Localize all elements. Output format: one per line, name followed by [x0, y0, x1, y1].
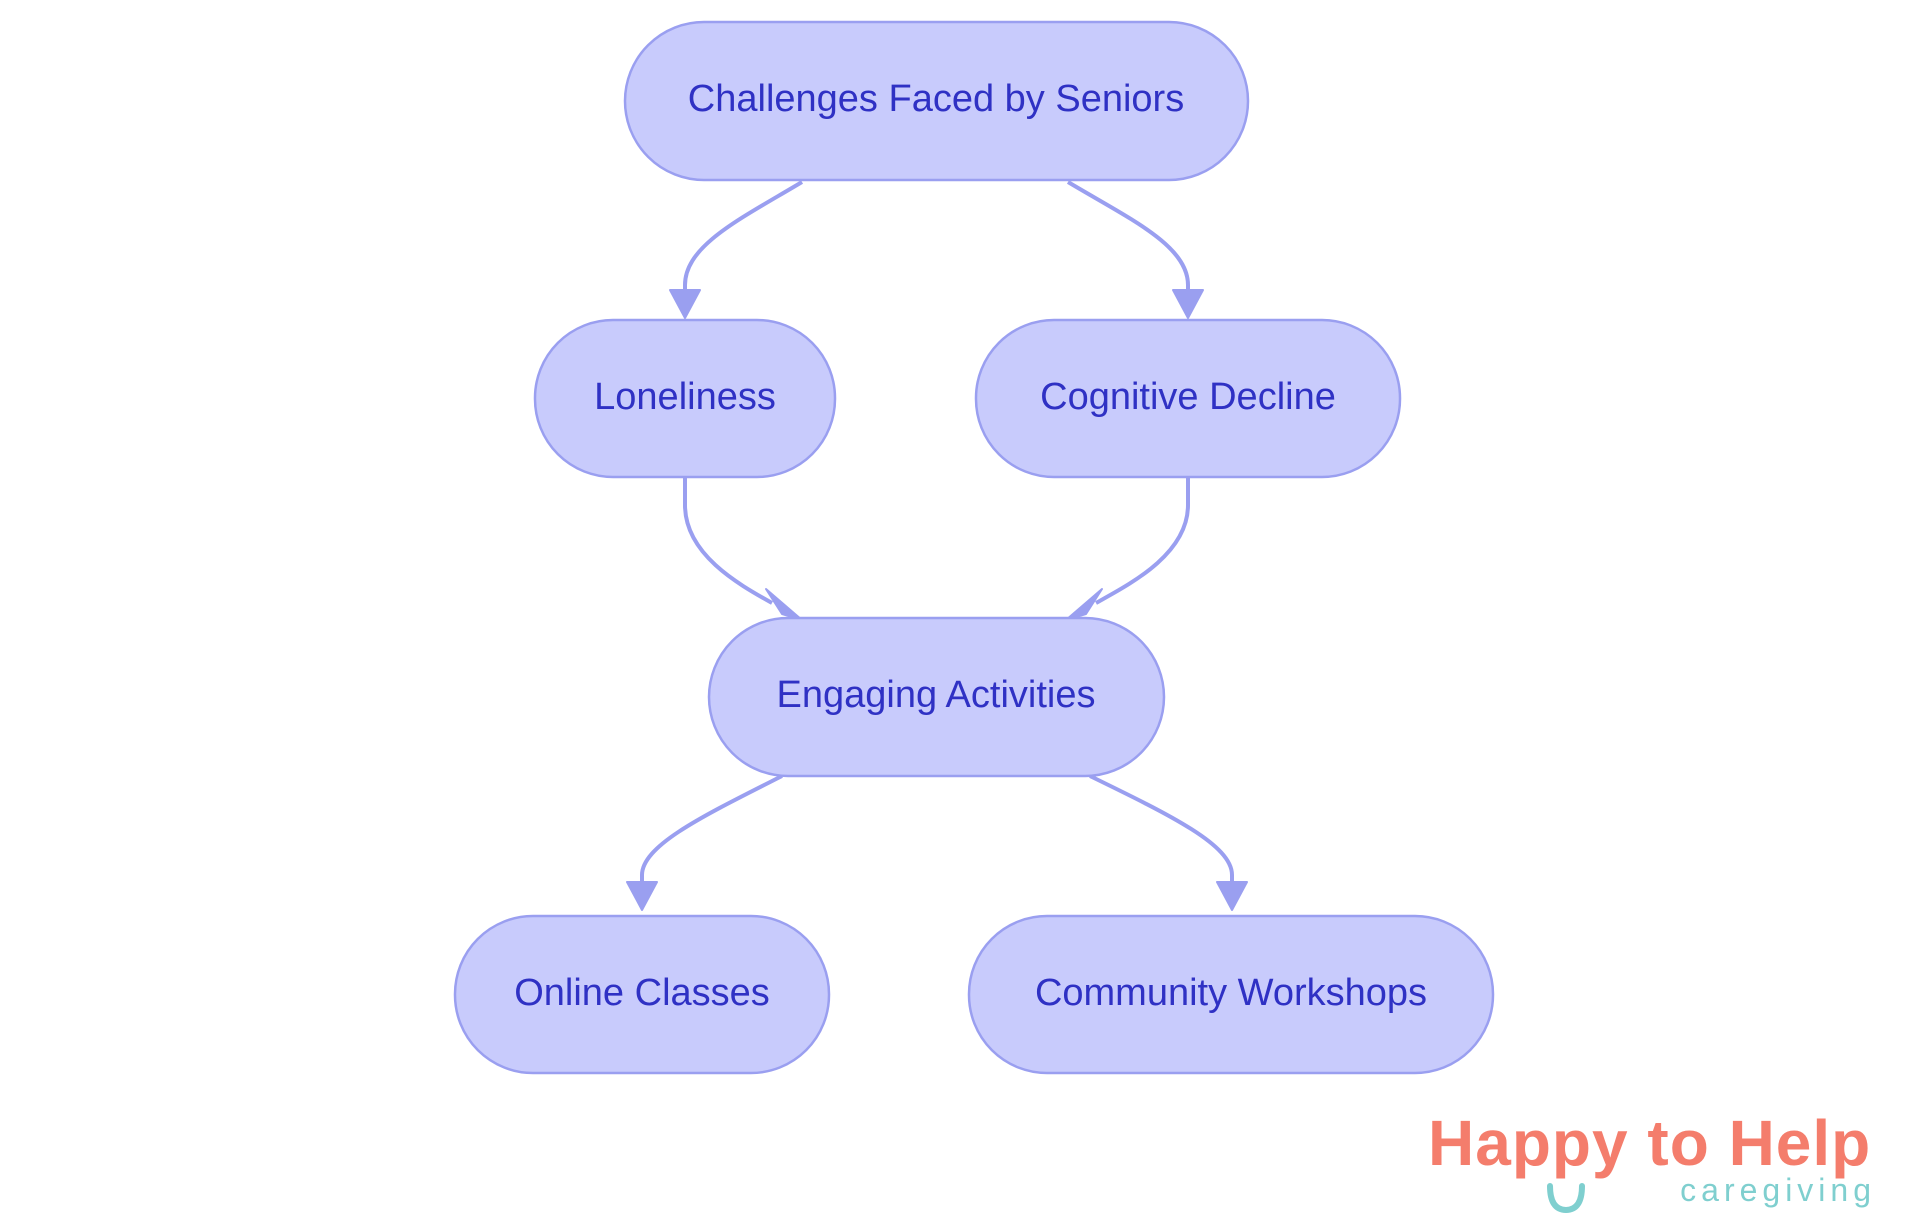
- node-cognitive-label: Cognitive Decline: [1040, 376, 1336, 418]
- arrowheads: [626, 289, 1248, 911]
- node-cognitive[interactable]: Cognitive Decline: [974, 318, 1402, 479]
- edge-engaging-community: [1089, 774, 1234, 890]
- node-online-label: Online Classes: [514, 972, 770, 1014]
- node-community[interactable]: Community Workshops: [967, 914, 1495, 1075]
- edge-engaging-online: [640, 774, 783, 890]
- node-engaging-label: Engaging Activities: [777, 674, 1096, 716]
- logo-tagline: caregiving: [1680, 1172, 1876, 1208]
- smile-icon: [1547, 1183, 1585, 1214]
- node-challenges-label: Challenges Faced by Seniors: [688, 78, 1184, 120]
- edge-cognitive-engaging: [1095, 477, 1190, 605]
- node-loneliness[interactable]: Loneliness: [533, 318, 837, 479]
- node-online[interactable]: Online Classes: [453, 914, 831, 1075]
- edge-challenges-loneliness: [683, 180, 804, 298]
- arrowhead-online: [626, 881, 658, 911]
- logo-wordmark-text: Happy to Help: [1428, 1107, 1872, 1179]
- arrowhead-cognitive: [1172, 289, 1204, 319]
- logo-wordmark: Happy to Help: [1428, 1108, 1871, 1178]
- edges: [640, 180, 1234, 890]
- edge-challenges-cognitive: [1066, 180, 1190, 298]
- node-community-label: Community Workshops: [1035, 972, 1427, 1014]
- node-engaging[interactable]: Engaging Activities: [707, 616, 1166, 778]
- arrowhead-community: [1216, 881, 1248, 911]
- arrowhead-engaging-left: [765, 588, 803, 621]
- brand-logo: Happy to Help caregiving: [1428, 1108, 1898, 1214]
- edge-loneliness-engaging: [683, 477, 773, 605]
- node-challenges[interactable]: Challenges Faced by Seniors: [623, 20, 1250, 182]
- arrowhead-engaging-right: [1065, 588, 1103, 621]
- arrowhead-loneliness: [669, 289, 701, 319]
- node-loneliness-label: Loneliness: [594, 376, 776, 418]
